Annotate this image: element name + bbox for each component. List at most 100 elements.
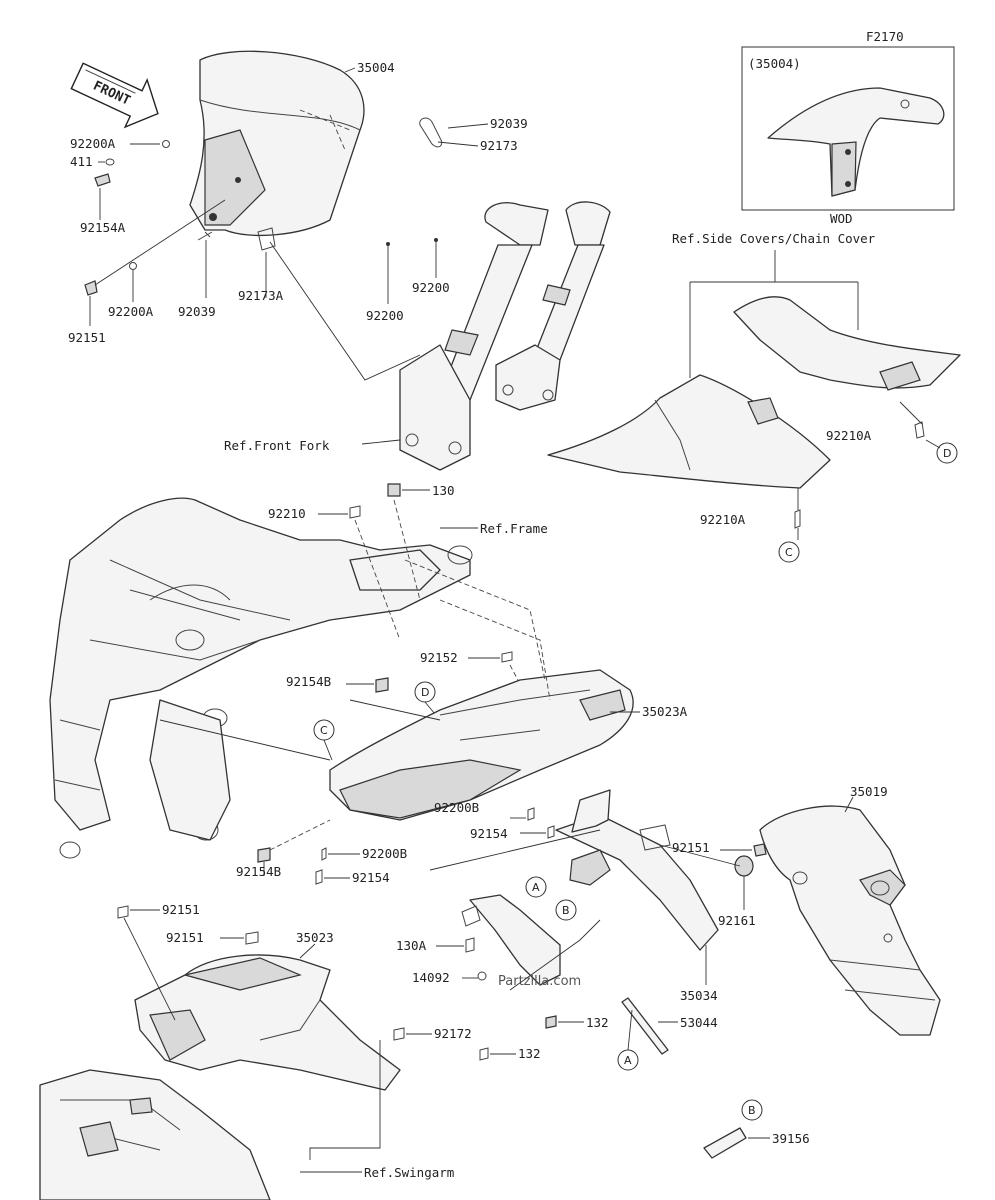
bolt-130-icon — [387, 483, 401, 497]
callout-c-mid-label: C — [320, 724, 328, 737]
bolt-icon — [501, 651, 513, 663]
inset-caption: WOD — [830, 211, 853, 226]
callout-a-mid-label: A — [532, 881, 540, 894]
callout-b-mid — [555, 899, 577, 921]
side-cover-upper — [733, 296, 961, 391]
bolt-icon — [321, 847, 327, 861]
callout-c-top-label: C — [785, 546, 793, 559]
rear-bracket-35034 — [555, 789, 719, 951]
label-92151-b: 92151 — [166, 930, 204, 945]
label-92200B-mid: 92200B — [434, 800, 479, 815]
callout-a-bot-label: A — [624, 1054, 632, 1067]
strap-39156 — [703, 1127, 747, 1159]
bolt-130A-icon — [465, 937, 475, 953]
washer-icon — [162, 140, 170, 148]
clip-92173 — [419, 117, 443, 148]
label-92200-right: 92200 — [412, 280, 450, 295]
label-35034: 35034 — [680, 988, 718, 1003]
washer-icon — [105, 158, 115, 166]
callout-d-mid-label: D — [421, 686, 429, 699]
callout-d-top — [936, 442, 958, 464]
front-fender-35004 — [189, 50, 365, 237]
label-39156: 39156 — [772, 1131, 810, 1146]
inset-bolt-hole-icon — [845, 181, 851, 187]
label-92200B-bot: 92200B — [362, 846, 407, 861]
label-35004: 35004 — [357, 60, 395, 75]
label-35023: 35023 — [296, 930, 334, 945]
label-92161: 92161 — [718, 913, 756, 928]
front-arrow-icon: FRONT — [70, 62, 159, 129]
label-92154-mid: 92154 — [470, 826, 508, 841]
label-14092: 14092 — [412, 970, 450, 985]
grommet-92161-icon — [734, 855, 754, 877]
diagram-code: F2170 — [866, 29, 904, 44]
label-92173A: 92173A — [238, 288, 284, 303]
bolt-icon — [527, 807, 535, 821]
label-92151-left: 92151 — [68, 330, 106, 345]
label-92151-a: 92151 — [162, 902, 200, 917]
label-132-a: 132 — [586, 1015, 609, 1030]
label-92039-bot: 92039 — [178, 304, 216, 319]
inset-bolt-hole-icon — [845, 149, 851, 155]
label-92210A-upper: 92210A — [826, 428, 872, 443]
bolt-icon — [753, 843, 767, 857]
watermark: Partzilla.com — [498, 974, 581, 989]
label-92154-bot: 92154 — [352, 870, 390, 885]
bolt-icon — [479, 1047, 489, 1061]
label-130A: 130A — [396, 938, 427, 953]
callout-d-top-label: D — [943, 447, 951, 460]
label-92210A-lower: 92210A — [700, 512, 746, 527]
rear-fender-35019 — [759, 805, 941, 1036]
label-92152: 92152 — [420, 650, 458, 665]
bolt-icon — [349, 505, 361, 519]
label-92173: 92173 — [480, 138, 518, 153]
front-fork-ref — [399, 201, 611, 471]
callout-c-top — [778, 541, 800, 563]
bolt-icon — [547, 825, 555, 839]
washer-icon — [129, 262, 137, 270]
bolt-icon — [94, 173, 111, 187]
swingarm-ref — [39, 1069, 271, 1200]
label-35023A: 35023A — [642, 704, 688, 719]
side-cover-lower — [547, 374, 831, 489]
label-92200A-top: 92200A — [70, 136, 116, 151]
label-ref-front-fork: Ref.Front Fork — [224, 438, 330, 453]
nut-icon — [545, 1015, 557, 1029]
label-ref-frame: Ref.Frame — [480, 521, 548, 536]
label-92172: 92172 — [434, 1026, 472, 1041]
callout-b-bot-label: B — [748, 1104, 756, 1117]
label-92210: 92210 — [268, 506, 306, 521]
tail-cowl-35023 — [134, 954, 401, 1091]
bolt-icon — [245, 931, 259, 945]
label-132-b: 132 — [518, 1046, 541, 1061]
inset-frame — [741, 46, 955, 211]
label-ref-side-covers: Ref.Side Covers/Chain Cover — [672, 231, 876, 246]
tail-cover-35023A — [329, 669, 634, 821]
label-ref-swingarm: Ref.Swingarm — [364, 1165, 454, 1180]
callout-b-mid-label: B — [562, 904, 570, 917]
screw-icon — [794, 509, 801, 529]
screw-icon — [914, 421, 925, 439]
label-35019: 35019 — [850, 784, 888, 799]
bolt-icon — [375, 677, 389, 693]
label-92039-top: 92039 — [490, 116, 528, 131]
bolt-icon — [117, 905, 129, 919]
bracket-a — [461, 894, 561, 986]
bolt-icon — [393, 1027, 405, 1041]
callout-b-bot — [741, 1099, 763, 1121]
label-92154B-bot: 92154B — [236, 864, 281, 879]
bolt-icon — [84, 280, 98, 296]
bolt-icon — [257, 847, 271, 863]
inset-part-label: (35004) — [748, 56, 801, 71]
clip-icon — [197, 231, 213, 241]
label-53044: 53044 — [680, 1015, 718, 1030]
label-92200-mid: 92200 — [366, 308, 404, 323]
label-92151-right: 92151 — [672, 840, 710, 855]
rod-53044 — [621, 997, 669, 1055]
label-92200A-bot: 92200A — [108, 304, 154, 319]
frame-ref — [49, 497, 473, 859]
clip-92173A-icon — [257, 227, 276, 251]
callout-a-mid — [525, 876, 547, 898]
bolt-icon — [315, 869, 323, 885]
